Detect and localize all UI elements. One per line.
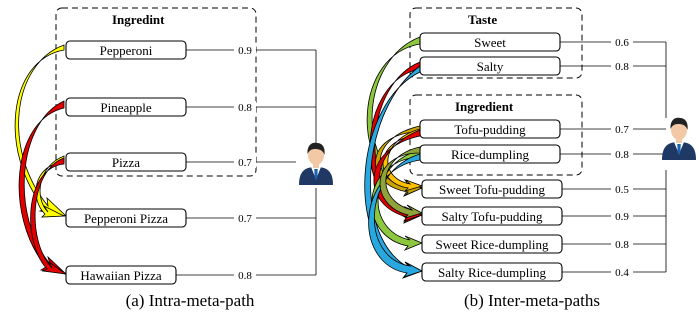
node-label: Pepperoni: [100, 43, 153, 58]
node-label: Salty Rice-dumpling: [438, 265, 546, 280]
node-label: Pepperoni Pizza: [84, 211, 168, 226]
right-group-label-ingredient: Ingredient: [455, 99, 514, 114]
ingredient-group-box: [409, 94, 583, 176]
weight-label: 0.9: [615, 211, 629, 223]
node-label: Pineapple: [100, 100, 151, 115]
arrow-red-pizza: [30, 157, 67, 275]
weight-label: 0.8: [615, 149, 629, 161]
weight-label: 0.9: [238, 45, 252, 57]
right-panel: Taste Ingredient Sweet Salty Tofu-puddin…: [364, 7, 696, 310]
left-group-label: Ingredint: [112, 12, 165, 27]
node-label: Rice-dumpling: [451, 147, 529, 162]
right-group-label-taste: Taste: [468, 12, 497, 27]
node-label: Hawaiian Pizza: [80, 268, 161, 283]
left-panel: Ingredint Pepperoni Pineapple Pizza Pepp…: [14, 7, 333, 310]
weight-label: 0.7: [238, 157, 252, 169]
arrow-red-salty: [369, 61, 423, 224]
weight-label: 0.8: [238, 102, 252, 114]
weight-label: 0.7: [238, 213, 252, 225]
node-label: Tofu-pudding: [454, 122, 526, 137]
left-arrows: [14, 44, 68, 275]
user-icon: [662, 117, 696, 160]
arrow-olive-rice: [379, 146, 424, 219]
weight-label: 0.8: [615, 61, 629, 73]
right-arrows: [364, 36, 424, 279]
weight-label: 0.8: [238, 270, 252, 282]
weight-label: 0.7: [615, 124, 629, 136]
user-icon: [299, 142, 333, 185]
weight-label: 0.4: [615, 267, 629, 279]
arrow-red-pineapple: [18, 100, 68, 275]
left-caption: (a) Intra-meta-path: [126, 291, 255, 310]
ingredient-group-box: [55, 7, 257, 177]
node-label: Sweet Rice-dumpling: [435, 237, 549, 252]
weight-label: 0.8: [615, 239, 629, 251]
right-caption: (b) Inter-meta-paths: [464, 291, 600, 310]
node-label: Pizza: [112, 155, 140, 170]
node-label: Sweet Tofu-pudding: [439, 182, 546, 197]
node-label: Salty Tofu-pudding: [441, 209, 543, 224]
weight-label: 0.5: [615, 184, 629, 196]
node-label: Sweet: [474, 35, 506, 50]
weight-label: 0.6: [615, 37, 629, 49]
node-label: Salty: [477, 59, 504, 74]
